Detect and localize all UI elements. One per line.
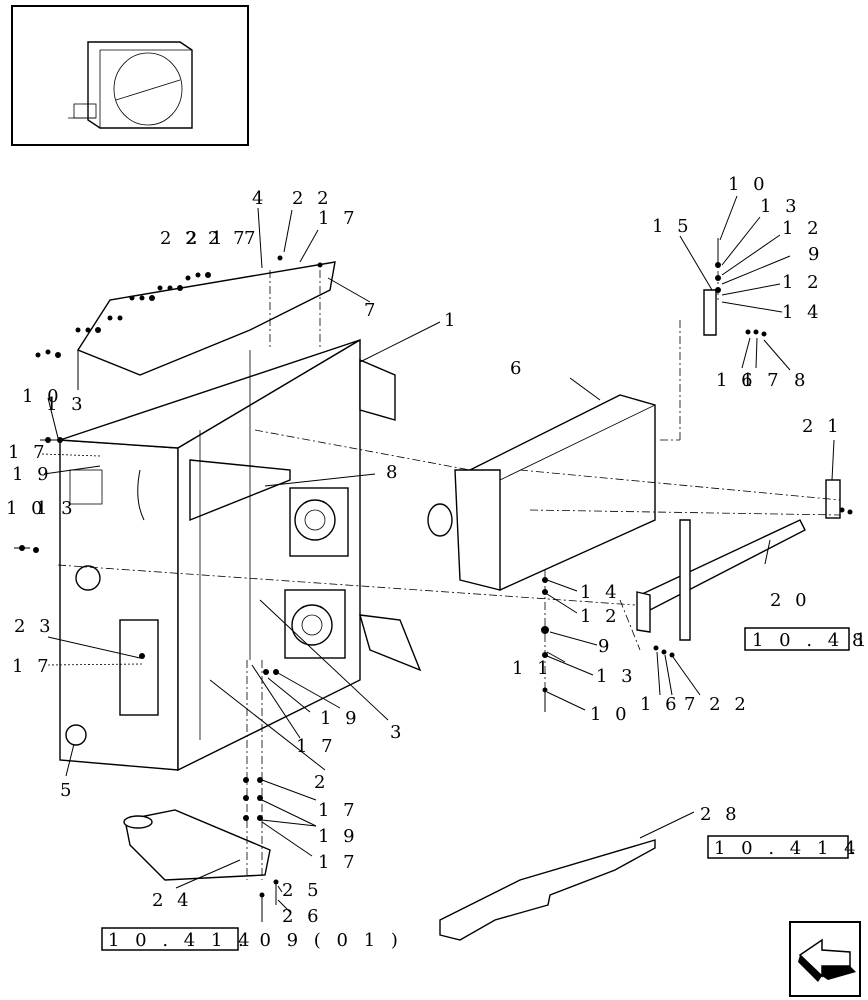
callout-4: 4 xyxy=(252,188,267,209)
callout-14: 1 4 xyxy=(580,582,621,603)
duct-24 xyxy=(123,809,271,881)
callout-9-right: 9 xyxy=(808,244,823,265)
reference-boxes: 1 0 . 4 1 8 1 0 . 4 1 4 . 1 0 . 4 1 4 . … xyxy=(101,627,868,951)
callout-13-left: 1 3 xyxy=(46,394,87,415)
callout-1: 1 xyxy=(444,310,459,331)
callout-17-right: 1 7 xyxy=(742,370,783,391)
callout-10-right: 1 0 xyxy=(728,174,769,195)
leader-lines xyxy=(41,195,835,913)
callout-21: 2 1 xyxy=(802,416,843,437)
callout-17-low: 1 7 xyxy=(296,736,337,757)
frame-assembly xyxy=(59,338,422,772)
callout-25: 2 5 xyxy=(282,880,323,901)
ref-mid-suffix: . xyxy=(850,838,861,859)
callout-20: 2 0 xyxy=(770,590,811,611)
callout-12-right-b: 1 2 xyxy=(782,272,823,293)
callout-8: 8 xyxy=(386,462,401,483)
bracket-15 xyxy=(703,289,717,336)
callout-10-lower: 1 0 xyxy=(6,498,47,519)
ref-right-suffix: 8 xyxy=(852,630,868,651)
callout-5: 5 xyxy=(60,780,75,801)
plate-28 xyxy=(439,839,656,941)
ref-bottom-suffix: . 0 9 ( 0 1 ) xyxy=(238,930,403,951)
thumbnail-view xyxy=(11,5,249,146)
callout-17-b: 1 7 xyxy=(318,800,359,821)
callout-16: 1 6 xyxy=(640,694,681,715)
callout-17-top: 1 7 xyxy=(318,208,359,229)
cooler-core xyxy=(427,394,656,591)
callout-13-right: 1 3 xyxy=(760,196,801,217)
callout-27: 2 7 xyxy=(208,228,249,249)
callout-19-mid: 1 9 xyxy=(320,708,361,729)
callout-11: 1 1 xyxy=(512,658,553,679)
callout-21-left: 2 1 xyxy=(186,228,227,249)
callout-17-mid: 1 7 xyxy=(12,656,53,677)
callout-9: 9 xyxy=(598,636,613,657)
callout-10: 1 0 xyxy=(590,704,631,725)
callout-7: 7 xyxy=(364,300,379,321)
ref-mid: 1 0 . 4 1 4 xyxy=(714,838,861,859)
callout-13-lower: 1 3 xyxy=(36,498,77,519)
callouts: 4 2 2 1 7 2 2 2 1 2 7 7 7 1 6 8 1 0 1 3 … xyxy=(6,174,843,927)
callout-3: 3 xyxy=(390,722,405,743)
callout-17-c: 1 7 xyxy=(318,852,359,873)
callout-722: 7 2 2 xyxy=(684,694,750,715)
callout-24: 2 4 xyxy=(152,890,193,911)
callout-15: 1 5 xyxy=(652,216,693,237)
callout-16-right: 1 6 xyxy=(716,370,757,391)
callout-14-right: 1 4 xyxy=(782,302,823,323)
callout-26: 2 6 xyxy=(282,906,323,927)
callout-6: 6 xyxy=(510,358,525,379)
callout-18-right: 8 xyxy=(794,370,809,391)
ref-bottom: 1 0 . 4 1 4 xyxy=(108,930,255,951)
callout-22-top: 2 2 xyxy=(292,188,333,209)
callout-28: 2 8 xyxy=(700,804,741,825)
callout-19-b: 1 9 xyxy=(318,826,359,847)
callout-12-right: 1 2 xyxy=(782,218,823,239)
ref-right: 1 0 . 4 1 xyxy=(752,630,868,651)
callout-2: 2 xyxy=(314,772,329,793)
fasteners xyxy=(14,238,853,922)
next-page-arrow-icon[interactable] xyxy=(789,921,861,997)
callout-12: 1 2 xyxy=(580,606,621,627)
callout-17-left: 1 7 xyxy=(8,442,49,463)
callout-19-left: 1 9 xyxy=(12,464,53,485)
callout-7-top: 7 xyxy=(244,228,259,249)
callout-10-left: 1 0 xyxy=(22,386,63,407)
callout-22-left: 2 2 xyxy=(160,228,201,249)
callout-13: 1 3 xyxy=(596,666,637,687)
support-rail xyxy=(636,519,806,641)
top-cover xyxy=(76,261,336,390)
callout-23: 2 3 xyxy=(14,616,55,637)
assembly-lines xyxy=(57,255,841,880)
